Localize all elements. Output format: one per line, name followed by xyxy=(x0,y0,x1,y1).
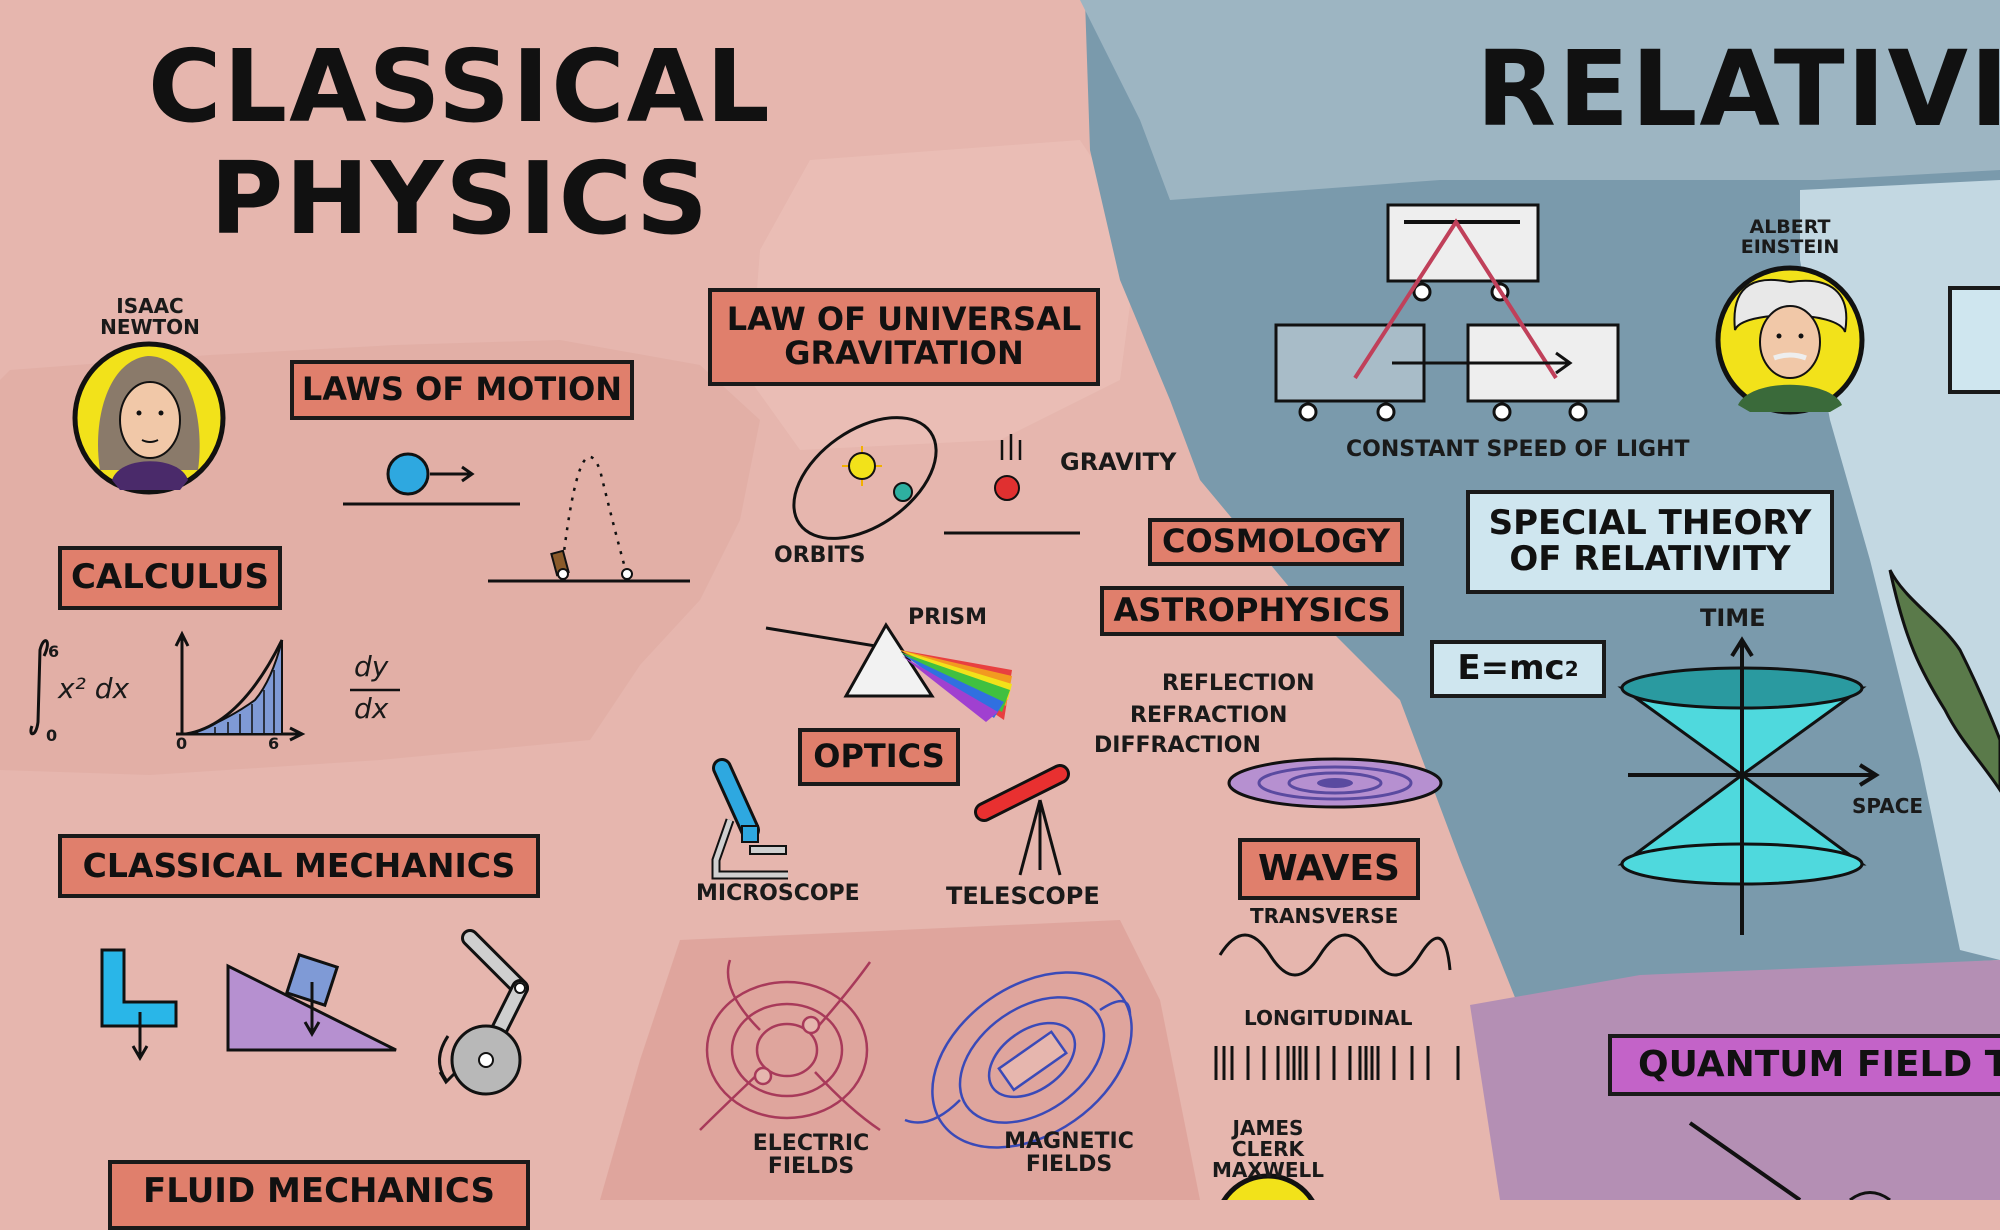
diffraction-label: DIFFRACTION xyxy=(1094,733,1261,758)
calc-axis-six: 6 xyxy=(268,734,280,753)
telescope-illustration xyxy=(974,764,1070,876)
refraction-label: REFRACTION xyxy=(1130,703,1288,728)
astrophysics-box: ASTROPHYSICS xyxy=(1100,586,1404,636)
electric-fields-label-2: FIELDS xyxy=(767,1154,855,1180)
title-classical: CLASSICAL xyxy=(148,28,772,145)
laws-of-motion-label: LAWS OF MOTION xyxy=(301,370,623,409)
relativity-header-band xyxy=(1080,0,2000,200)
einstein-portrait xyxy=(1715,265,1865,415)
calculus-box: CALCULUS xyxy=(58,546,282,610)
integral-upper-limit: 6 xyxy=(48,642,60,661)
fluid-mechanics-box: FLUID MECHANICS xyxy=(108,1160,530,1230)
constant-speed-of-light-label: CONSTANT SPEED OF LIGHT xyxy=(1346,437,1690,462)
emc2-exponent: 2 xyxy=(1564,656,1579,681)
integrand-text: x² dx xyxy=(58,672,130,705)
electric-fields-label-1: ELECTRIC xyxy=(752,1131,870,1156)
gravity-label: GRAVITY xyxy=(1060,448,1177,476)
title-physics: PHYSICS xyxy=(210,140,710,257)
integral-lower-limit: 0 xyxy=(46,726,58,745)
newton-first-name: ISAAC xyxy=(116,294,184,318)
orbits-label: ORBITS xyxy=(774,543,866,568)
telescope-label: TELESCOPE xyxy=(946,882,1100,910)
optics-label: OPTICS xyxy=(813,737,945,776)
cosmology-box: COSMOLOGY xyxy=(1148,518,1404,566)
light-cone-illustration xyxy=(1617,636,1880,935)
reflection-label: REFLECTION xyxy=(1162,671,1315,696)
gravitation-illustration xyxy=(792,416,1080,540)
universal-gravitation-label-1: LAW OF UNIVERSAL xyxy=(726,300,1082,339)
transverse-wave-illustration xyxy=(1218,933,1452,977)
universal-gravitation-box: LAW OF UNIVERSAL GRAVITATION xyxy=(708,288,1100,386)
electric-fields-label: ELECTRIC FIELDS xyxy=(746,1132,876,1178)
newton-last-name: NEWTON xyxy=(100,315,200,339)
light-clock-illustration xyxy=(1274,203,1620,422)
einstein-first-name: ALBERT xyxy=(1749,216,1831,238)
special-relativity-label-2: OF RELATIVITY xyxy=(1509,539,1791,579)
waves-box: WAVES xyxy=(1238,838,1420,900)
calculus-illustration xyxy=(29,630,400,742)
magnetic-fields-label-1: MAGNETIC xyxy=(1004,1129,1134,1154)
einstein-last-name: EINSTEIN xyxy=(1740,235,1840,258)
maxwell-middle-name: CLERK xyxy=(1232,1137,1304,1161)
longitudinal-wave-illustration xyxy=(1214,1046,1460,1080)
feynman-line xyxy=(1688,1121,1802,1200)
classical-mechanics-illustration xyxy=(100,929,529,1096)
astrophysics-label: ASTROPHYSICS xyxy=(1113,591,1391,630)
quantum-field-theory-box: QUANTUM FIELD T xyxy=(1608,1034,2000,1096)
newton-portrait xyxy=(72,341,226,495)
emc2-label: E=mc xyxy=(1457,648,1565,689)
waves-label: WAVES xyxy=(1258,848,1400,890)
magnetic-field-illustration xyxy=(904,971,1133,1149)
title-relativity: RELATIVIT xyxy=(1476,28,2000,150)
calc-axis-zero: 0 xyxy=(176,734,188,753)
microscope-illustration xyxy=(711,758,788,880)
maxwell-portrait xyxy=(1221,1173,1315,1200)
einstein-name: ALBERT EINSTEIN xyxy=(1730,216,1850,258)
general-relativity-box-partial xyxy=(1948,286,2000,394)
maxwell-first-name: JAMES xyxy=(1232,1116,1304,1140)
cosmology-label: COSMOLOGY xyxy=(1162,522,1390,561)
magnetic-fields-label: MAGNETIC FIELDS xyxy=(996,1130,1142,1176)
microscope-label: MICROSCOPE xyxy=(696,881,860,906)
optics-box: OPTICS xyxy=(798,728,960,786)
electric-field-illustration xyxy=(699,959,881,1132)
universal-gravitation-label-2: GRAVITATION xyxy=(784,334,1024,372)
maxwell-last-name: MAXWELL xyxy=(1211,1158,1324,1182)
laws-of-motion-illustration xyxy=(343,452,690,583)
diffraction-ripple-illustration xyxy=(1227,757,1443,809)
magnetic-fields-label-2: FIELDS xyxy=(1025,1152,1113,1178)
prism-label: PRISM xyxy=(908,605,987,630)
quantum-field-theory-label: QUANTUM FIELD T xyxy=(1638,1044,2000,1086)
longitudinal-label: LONGITUDINAL xyxy=(1244,1006,1413,1030)
classical-mechanics-box: CLASSICAL MECHANICS xyxy=(58,834,540,898)
special-relativity-box: SPECIAL THEORY OF RELATIVITY xyxy=(1466,490,1834,594)
maxwell-name: JAMES CLERK MAXWELL xyxy=(1208,1118,1328,1181)
transverse-label: TRANSVERSE xyxy=(1250,904,1399,928)
calculus-label: CALCULUS xyxy=(70,557,270,598)
classical-mechanics-label: CLASSICAL MECHANICS xyxy=(82,845,516,885)
fluid-mechanics-label: FLUID MECHANICS xyxy=(143,1171,495,1211)
newton-name: ISAAC NEWTON xyxy=(86,296,214,338)
prism-illustration xyxy=(765,622,1012,722)
derivative-numerator: dy xyxy=(354,650,389,683)
time-label: TIME xyxy=(1700,604,1766,632)
derivative-denominator: dx xyxy=(354,692,389,725)
space-label: SPACE xyxy=(1852,794,1924,818)
special-relativity-label-1: SPECIAL THEORY xyxy=(1488,503,1812,544)
laws-of-motion-box: LAWS OF MOTION xyxy=(290,360,634,420)
